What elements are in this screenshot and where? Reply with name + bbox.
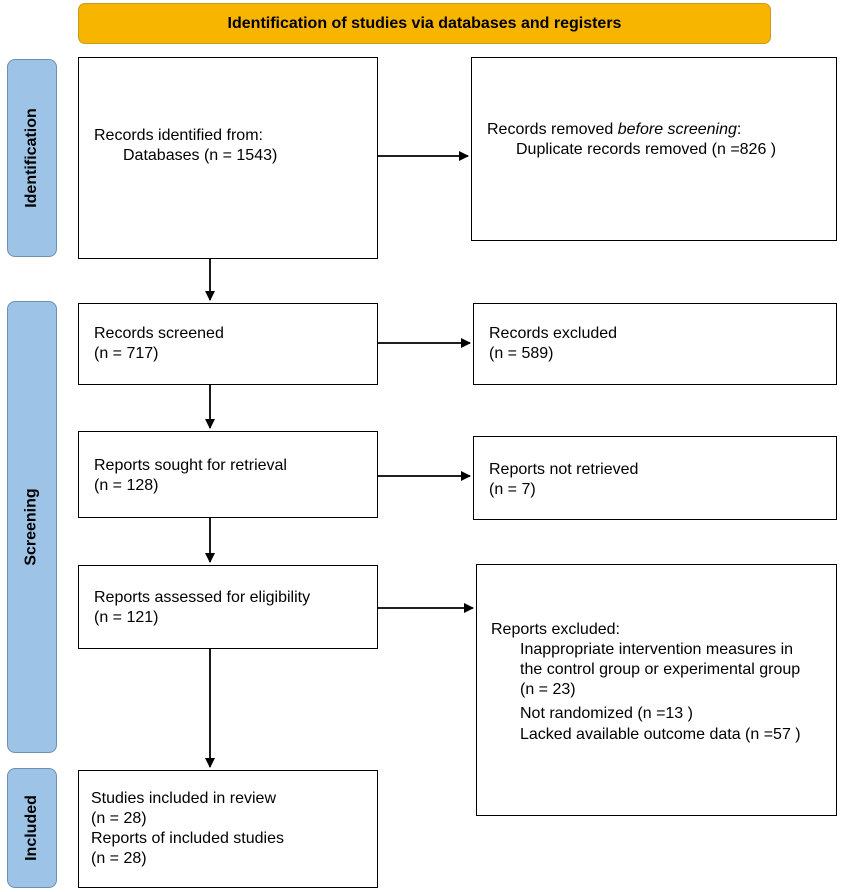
diagram-header: Identification of studies via databases …: [78, 3, 771, 44]
records-excluded-label: Records excluded: [489, 325, 618, 342]
phase-screening: Screening: [7, 301, 57, 753]
box-records-identified: Records identified from: Databases (n = …: [78, 57, 378, 259]
box-records-removed: Records removed before screening: Duplic…: [471, 57, 837, 241]
exclusion-reason-intervention: Inappropriate intervention measures in: [520, 641, 794, 658]
records-identified-count: Databases (n = 1543): [123, 147, 278, 164]
records-screened-label: Records screened: [94, 325, 224, 342]
reports-assessed-label: Reports assessed for eligibility: [94, 589, 311, 606]
duplicates-removed-count: Duplicate records removed (n =826 ): [516, 141, 777, 158]
box-reports-excluded: Reports excluded: Inappropriate interven…: [476, 564, 837, 816]
exclusion-reason-intervention-count: (n = 23): [520, 681, 576, 698]
records-removed-prefix: Records removed: [487, 121, 618, 138]
reports-not-retrieved-label: Reports not retrieved: [489, 461, 639, 478]
records-identified-label: Records identified from:: [94, 127, 263, 144]
phase-included: Included: [7, 768, 57, 888]
header-title: Identification of studies via databases …: [227, 14, 622, 32]
box-reports-not-retrieved: Reports not retrieved (n = 7): [473, 436, 837, 520]
box-reports-assessed: Reports assessed for eligibility (n = 12…: [78, 565, 378, 649]
records-excluded-count: (n = 589): [489, 345, 554, 362]
exclusion-reason-not-randomized: Not randomized (n =13 ): [520, 705, 693, 722]
reports-sought-count: (n = 128): [94, 477, 159, 494]
reports-sought-label: Reports sought for retrieval: [94, 457, 287, 474]
exclusion-reason-intervention-cont: the control group or experimental group: [520, 661, 801, 678]
records-removed-emphasis: before screening: [617, 121, 737, 138]
reports-assessed-count: (n = 121): [94, 609, 159, 626]
phase-identification: Identification: [7, 59, 57, 257]
exclusion-reason-no-outcome-data: Lacked available outcome data (n =57 ): [520, 726, 801, 743]
reports-included-label: Reports of included studies: [91, 830, 284, 847]
records-removed-label: Records removed before screening:: [487, 120, 741, 140]
records-screened-count: (n = 717): [94, 345, 159, 362]
records-removed-suffix: :: [736, 121, 742, 138]
reports-included-count: (n = 28): [91, 850, 147, 867]
reports-excluded-label: Reports excluded:: [491, 621, 620, 638]
box-studies-included: Studies included in review (n = 28) Repo…: [78, 770, 378, 888]
box-reports-sought: Reports sought for retrieval (n = 128): [78, 431, 378, 518]
box-records-screened: Records screened (n = 717): [78, 303, 378, 385]
studies-included-label: Studies included in review: [91, 790, 276, 807]
reports-not-retrieved-count: (n = 7): [489, 481, 536, 498]
box-records-excluded: Records excluded (n = 589): [473, 303, 837, 385]
studies-included-count: (n = 28): [91, 810, 147, 827]
